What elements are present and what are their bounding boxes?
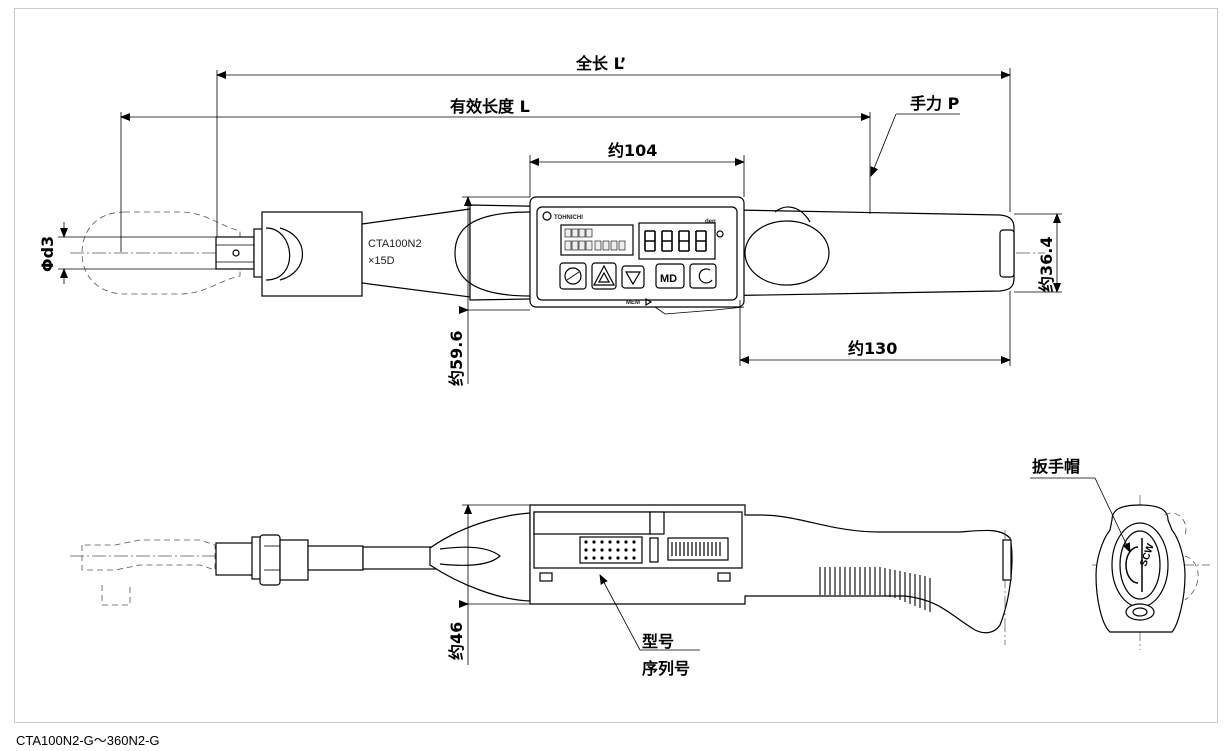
drive-dia-label: Φd3 (38, 236, 57, 272)
top-view: CTA100N2 ×15D TOHNICHI deg (38, 54, 1062, 386)
brand-text: TOHNICHI (554, 215, 583, 221)
grip-dia-label: 约36.4 (1037, 237, 1056, 292)
handle-length-label: 约130 (848, 339, 897, 358)
side-drive (215, 542, 257, 576)
display-width-label: 约104 (608, 141, 657, 160)
overall-length-label: 全长 L’ (575, 54, 626, 73)
side-vent-2 (667, 537, 729, 561)
head-coupling (261, 211, 363, 297)
figure-caption: CTA100N2-G〜360N2-G (16, 733, 160, 748)
effective-length-label: 有效长度 L (450, 97, 530, 116)
model-text-2: ×15D (368, 255, 395, 267)
end-view: SCW 扳手帽 (1030, 457, 1210, 650)
model-label: 型号 (642, 632, 674, 651)
serial-label: 序列号 (642, 659, 690, 678)
mem-text: MEM (626, 300, 640, 306)
side-height-label: 约46 (447, 622, 466, 660)
hand-force-label: 手力 P (910, 94, 960, 113)
grip-ribs (819, 567, 931, 612)
button-2 (591, 262, 617, 290)
shaft (361, 208, 471, 298)
oval-window (744, 220, 830, 286)
drawing-frame (14, 8, 1218, 723)
unit-text: deg (705, 219, 716, 225)
model-text-1: CTA100N2 (368, 238, 422, 250)
drive-square (215, 236, 255, 270)
side-view: 约46 型号 序列号 (70, 504, 1013, 678)
button-5 (689, 263, 717, 289)
md-button (655, 263, 685, 289)
svg-text:MD: MD (660, 273, 677, 285)
buttons: MD (559, 262, 717, 290)
wrench-cap-label: 扳手帽 (1032, 457, 1080, 476)
head-height-label: 约59.6 (447, 331, 466, 386)
